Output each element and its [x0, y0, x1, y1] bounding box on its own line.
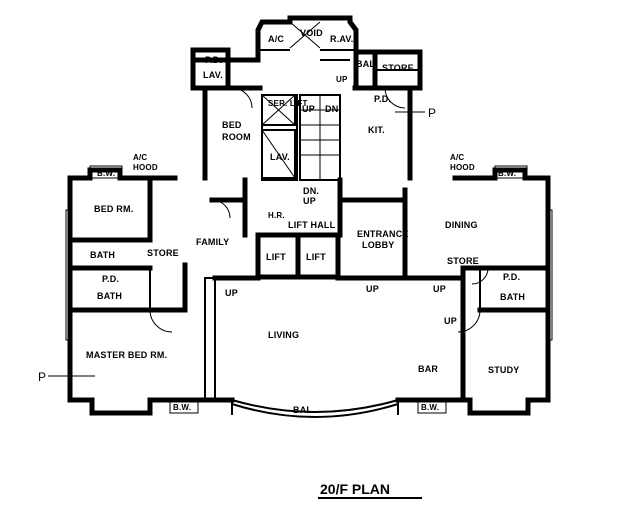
label-up-small: UP: [336, 75, 348, 84]
label-bal-bottom: BAL.: [293, 405, 315, 415]
label-ser: SER. LIFT: [268, 99, 308, 108]
door-swings: [149, 87, 489, 333]
label-bath-right: BATH: [500, 292, 525, 302]
label-bed-room-2: ROOM: [222, 132, 251, 142]
bay-windows: [65, 165, 553, 418]
label-hr: H.R.: [268, 211, 285, 220]
label-dining: DINING: [445, 220, 478, 230]
plan-title-text: 20/F PLAN: [320, 481, 390, 497]
label-pd-left: P.D.: [102, 274, 119, 284]
label-void: VOID: [300, 28, 323, 38]
label-rav: R.AV.: [330, 34, 354, 44]
label-bed-room-1: BED: [222, 120, 242, 130]
label-bw-bottom-right: B.W.: [421, 403, 439, 412]
label-lift-hall: LIFT HALL: [288, 220, 336, 230]
label-bw-left: B.W.: [97, 169, 115, 178]
label-entrance-2: LOBBY: [362, 240, 395, 250]
exterior-walls: [67, 15, 551, 416]
section-marker-p-right: P: [428, 106, 436, 120]
label-ac-hood-left-1: A/C: [133, 153, 147, 162]
label-up-center: UP: [366, 284, 379, 294]
label-kit: KIT.: [368, 125, 385, 135]
label-store-top: STORE: [382, 63, 414, 73]
label-living: LIVING: [268, 330, 299, 340]
label-bath-1: BATH: [90, 250, 115, 260]
label-bar: BAR: [418, 364, 438, 374]
label-pd-top: P.D.: [205, 55, 222, 65]
label-bal-top: BAL.: [356, 59, 378, 69]
plan-title: 20/F PLAN: [318, 481, 422, 499]
label-master: MASTER BED RM.: [86, 350, 167, 360]
label-up-lower: UP: [303, 196, 316, 206]
label-ac-hood-right-2: HOOD: [450, 163, 475, 172]
label-up-stair: UP: [302, 104, 315, 114]
interior-walls: [67, 21, 551, 403]
label-dn-stair: DN.: [325, 104, 341, 114]
label-store-mid: STORE: [147, 248, 179, 258]
label-lav: LAV.: [203, 70, 223, 80]
label-bed-rm: BED RM.: [94, 204, 133, 214]
room-labels: A/C VOID R.AV. P.D. LAV. BAL. STORE UP P…: [86, 28, 525, 415]
label-bw-bottom-left: B.W.: [173, 403, 191, 412]
label-lift-1: LIFT: [266, 252, 286, 262]
label-study: STUDY: [488, 365, 520, 375]
label-pd-kit: P.D.: [374, 94, 391, 104]
label-lift-2: LIFT: [306, 252, 326, 262]
label-store-right: STORE: [447, 256, 479, 266]
label-pd-right: P.D.: [503, 272, 520, 282]
label-lav-mid: LAV.: [270, 152, 290, 162]
label-ac-hood-left-2: HOOD: [133, 163, 158, 172]
label-ac-hood-right-1: A/C: [450, 153, 464, 162]
label-entrance-1: ENTRANCE: [357, 229, 409, 239]
section-marker-p-left: P: [38, 370, 46, 384]
section-markers: P P: [38, 106, 436, 384]
label-dn-lower: DN.: [303, 186, 319, 196]
label-bw-right: B.W.: [498, 169, 516, 178]
label-up-right: UP: [433, 284, 446, 294]
label-ac-top: A/C: [268, 34, 284, 44]
label-up-study: UP: [444, 316, 457, 326]
label-family: FAMILY: [196, 237, 229, 247]
label-up-left: UP: [225, 288, 238, 298]
label-bath-2: BATH: [97, 291, 122, 301]
